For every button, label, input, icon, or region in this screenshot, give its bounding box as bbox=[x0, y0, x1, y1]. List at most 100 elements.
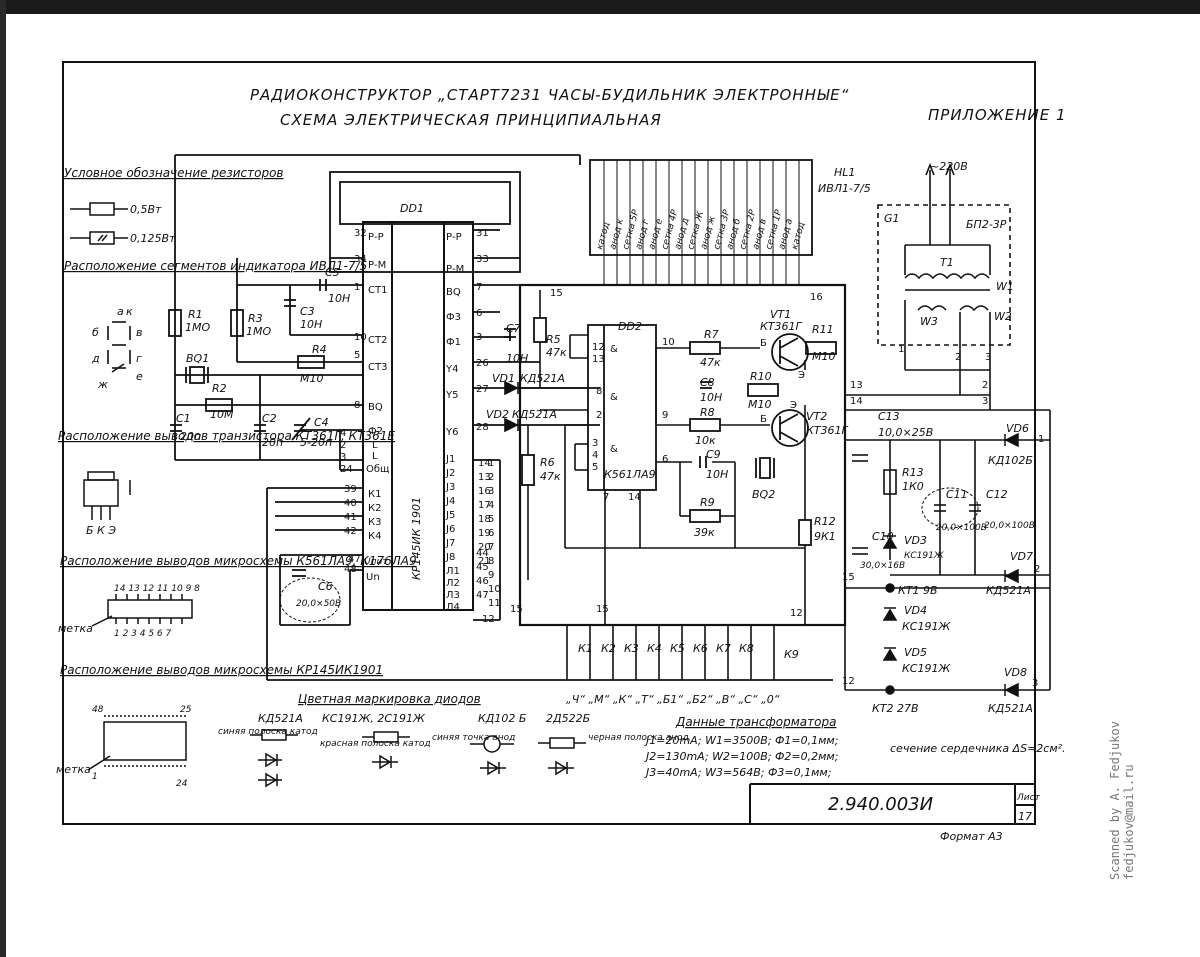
legend-resistor-symbols bbox=[70, 202, 128, 245]
svg-text:45: 45 bbox=[476, 562, 489, 573]
svg-text:4: 4 bbox=[592, 450, 598, 461]
kr-package-icon bbox=[87, 715, 187, 771]
vt1-label: VT1 bbox=[770, 308, 791, 321]
key-k3: К3 bbox=[624, 642, 639, 655]
svg-text:10: 10 bbox=[662, 337, 675, 348]
dd1-pin-f1: Ф1 bbox=[446, 337, 461, 348]
vd5-label: VD5 bbox=[904, 646, 927, 659]
r10-value: М10 bbox=[748, 398, 772, 411]
r1-value: 1МО bbox=[185, 321, 210, 334]
dd1-type: КР145ИК 1901 bbox=[410, 497, 423, 580]
r7-label: R7 bbox=[704, 328, 719, 341]
hl1-indicator bbox=[589, 159, 813, 285]
r11-label: R11 bbox=[812, 323, 834, 336]
r3-label: R3 bbox=[248, 312, 263, 325]
dd1-left-pin-labels: Р-Р Р-М СТ1 СТ2 СТ3 ВQ Ф2 L L Общ К1 К2 … bbox=[364, 232, 389, 583]
svg-text:6: 6 bbox=[488, 528, 494, 539]
key-k1: К1 bbox=[578, 642, 593, 655]
transformer-core: сечение сердечника ΔS=2см². bbox=[890, 742, 1066, 755]
r13-label: R13 bbox=[902, 466, 924, 479]
svg-text:44: 44 bbox=[476, 548, 489, 559]
key-k9: К9 bbox=[784, 648, 799, 661]
svg-text:1: 1 bbox=[488, 458, 494, 469]
dd2-type: К561ЛА9 bbox=[604, 468, 656, 481]
svg-text:21: 21 bbox=[478, 556, 491, 567]
title-line2: СХЕМА ЭЛЕКТРИЧЕСКАЯ ПРИНЦИПИАЛЬНАЯ bbox=[280, 111, 662, 129]
vt2-transistor bbox=[771, 409, 809, 447]
dd2-wiring bbox=[520, 290, 806, 625]
kr-pin-1: 1 bbox=[92, 772, 98, 782]
r10-label: R10 bbox=[750, 370, 772, 383]
legend-indicator-title: Расположение сегментов индикатора ИВЛ1-7… bbox=[64, 259, 367, 273]
appendix-label: ПРИЛОЖЕНИЕ 1 bbox=[928, 106, 1067, 124]
svg-text:5: 5 bbox=[592, 462, 598, 473]
format-label: Формат А3 bbox=[940, 830, 1003, 843]
svg-text:27: 27 bbox=[476, 384, 489, 395]
dd1-pin-ct1: СТ1 bbox=[368, 285, 387, 296]
c5-label: C5 bbox=[325, 266, 340, 279]
c13-label: C13 bbox=[878, 410, 900, 423]
c12-label: C12 bbox=[986, 488, 1008, 501]
r5-value: 47к bbox=[546, 346, 567, 359]
dd1-pin-f3: Ф3 bbox=[446, 312, 461, 323]
svg-text:18: 18 bbox=[478, 514, 491, 525]
legend-transistor-title: Расположение выводов транзистора КТ361Г,… bbox=[58, 429, 395, 443]
key-k8: К8 bbox=[739, 642, 754, 655]
r4-value: М10 bbox=[300, 372, 324, 385]
legend-resistors-title: Условное обозначение резисторов bbox=[64, 166, 284, 180]
svg-text:26: 26 bbox=[476, 358, 489, 369]
dd1-pin-l2r: Л2 bbox=[446, 578, 460, 589]
marking-kc191-note: красная полоска катод bbox=[320, 739, 431, 749]
svg-text:15: 15 bbox=[510, 604, 523, 615]
svg-text:15: 15 bbox=[596, 604, 609, 615]
key-switch-lines bbox=[566, 625, 775, 680]
c7-value: 10Н bbox=[506, 352, 528, 365]
c1-label: C1 bbox=[176, 412, 191, 425]
key-k2: К2 bbox=[601, 642, 616, 655]
dd1-pin-l1: L bbox=[372, 440, 378, 451]
dd1-label: DD1 bbox=[400, 202, 424, 215]
dd2-label: DD2 bbox=[618, 320, 642, 333]
seg-label-zh: ж bbox=[97, 378, 108, 391]
dd1-pin-j6: J6 bbox=[445, 524, 455, 535]
svg-text:34: 34 bbox=[354, 254, 367, 265]
bq2-label: BQ2 bbox=[752, 488, 775, 501]
dd1-pin-bq-r: ВQ bbox=[446, 287, 461, 298]
legend-res-0125w: 0,125Вт bbox=[130, 232, 176, 245]
transistor-package-icon bbox=[83, 471, 131, 520]
svg-text:7: 7 bbox=[476, 282, 482, 293]
c3-value: 10Н bbox=[300, 318, 322, 331]
svg-text:7: 7 bbox=[488, 542, 494, 553]
c6-label: C6 bbox=[318, 580, 333, 593]
legend-kr-title: Расположение выводов микросхемы КР145ИК1… bbox=[60, 663, 383, 677]
c11-label: C11 bbox=[946, 488, 968, 501]
key-k6: К6 bbox=[693, 642, 708, 655]
key-k5: К5 bbox=[670, 642, 685, 655]
r12-label: R12 bbox=[814, 515, 836, 528]
dd1-pin-l4r: Л4 bbox=[446, 602, 460, 613]
c2-value: 20п bbox=[262, 436, 283, 449]
svg-text:1: 1 bbox=[1038, 434, 1044, 445]
svg-text:14: 14 bbox=[628, 492, 641, 503]
k561-top-pins: 14 13 12 11 10 9 8 bbox=[114, 584, 200, 594]
dd1-pin-rm-l: Р-М bbox=[368, 260, 386, 271]
hl1-column-dividers bbox=[603, 160, 800, 285]
hl1-label: HL1 bbox=[834, 166, 855, 179]
r11-value: М10 bbox=[812, 350, 836, 363]
svg-text:8: 8 bbox=[596, 386, 602, 397]
c13-value: 10,0×25В bbox=[878, 426, 933, 439]
vt1-type: КТ361Г bbox=[760, 320, 803, 333]
dd1-pin-upit: Uпит bbox=[364, 557, 388, 567]
kt1-label: КТ1 9В bbox=[898, 584, 938, 597]
svg-text:14: 14 bbox=[478, 458, 491, 469]
svg-text:31: 31 bbox=[476, 228, 489, 239]
w2-label: W2 bbox=[994, 310, 1012, 323]
r13-value: 1К0 bbox=[902, 480, 924, 493]
transformer-row-1: J1=20mA; W1=3500В; Ф1=0,1мм; bbox=[644, 734, 838, 747]
c9-value: 10Н bbox=[706, 468, 728, 481]
svg-text:16: 16 bbox=[810, 292, 823, 303]
svg-text:9: 9 bbox=[662, 410, 668, 421]
svg-text:10: 10 bbox=[354, 332, 367, 343]
svg-text:3: 3 bbox=[592, 438, 598, 449]
seg-label-d: д bbox=[91, 352, 100, 365]
